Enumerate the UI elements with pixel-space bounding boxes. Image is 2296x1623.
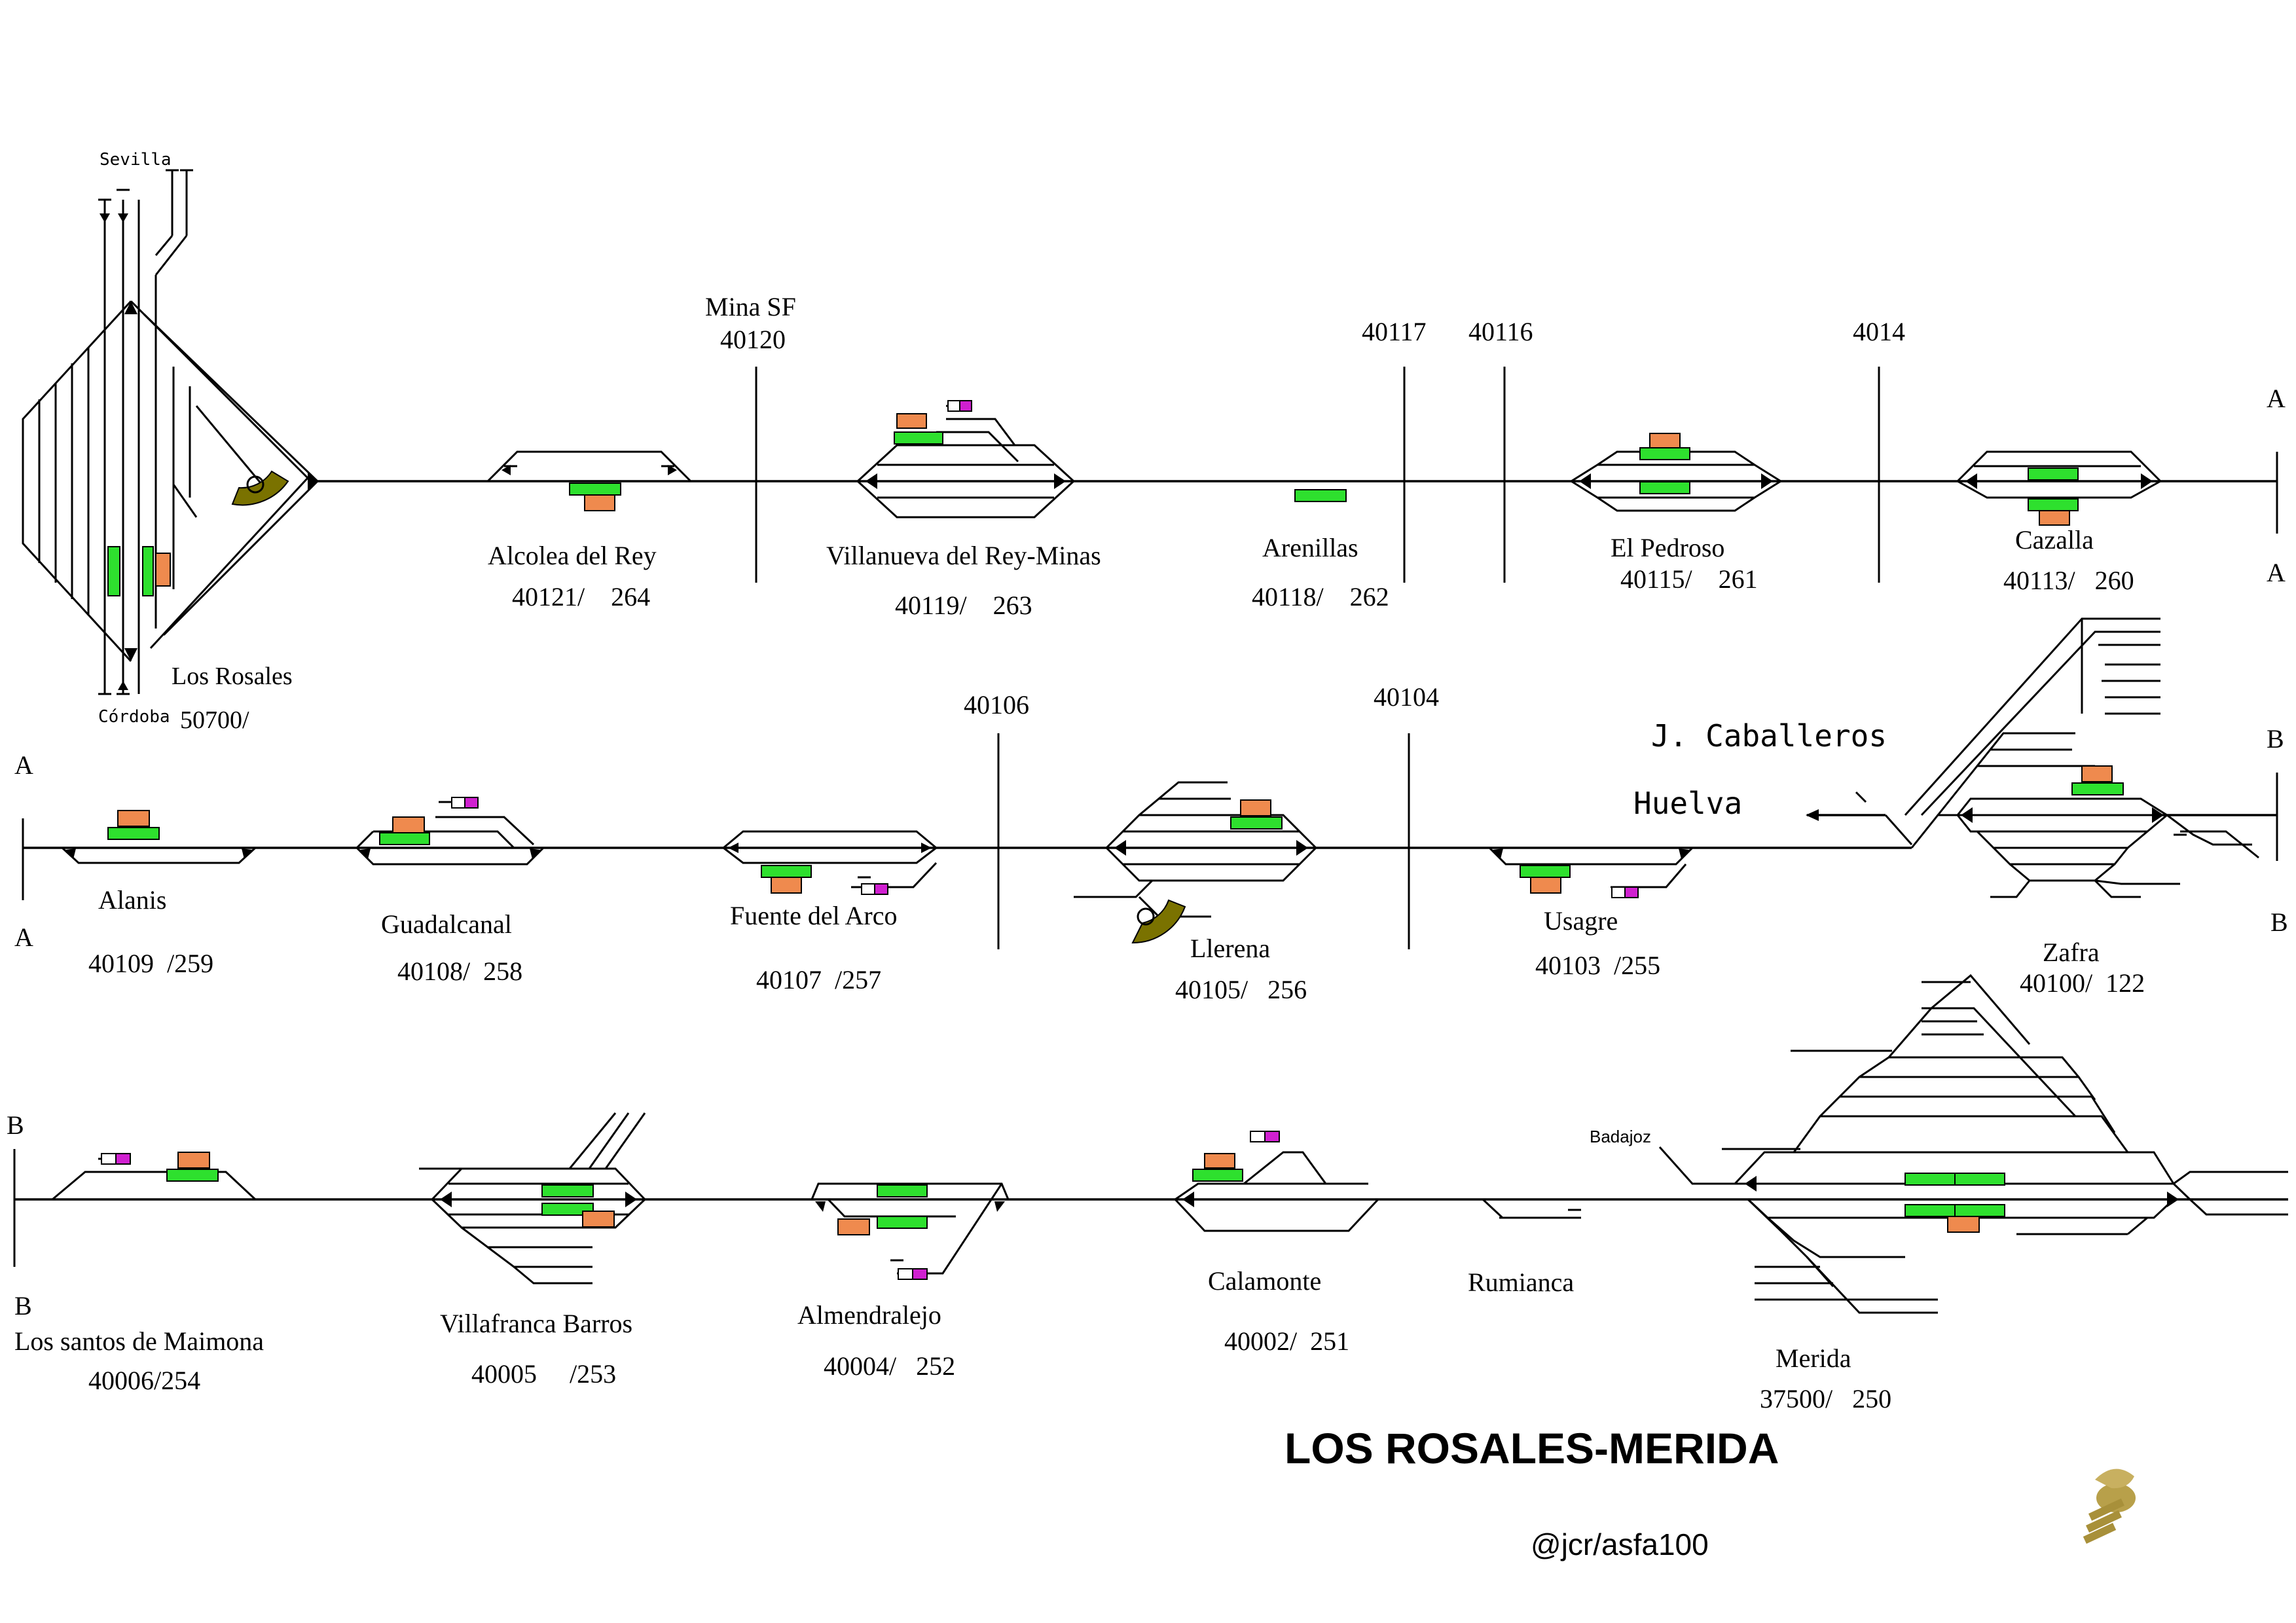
rumianca-station (1482, 1198, 1581, 1219)
el-pedroso-code: 40115/ 261 (1620, 564, 1758, 594)
logo-icon (2083, 1468, 2136, 1544)
villafranca-name: Villafranca Barros (440, 1309, 632, 1338)
usagre-code: 40103 /255 (1535, 951, 1660, 980)
usagre-name: Usagre (1544, 906, 1618, 936)
row1-end-bottom: A (2267, 558, 2286, 587)
sevilla-label: Sevilla (100, 150, 172, 170)
row2-end-bottom: B (2270, 907, 2288, 937)
merida-code: 37500/ 250 (1760, 1384, 1891, 1413)
villafranca-code: 40005 /253 (471, 1359, 616, 1389)
cazalla-code: 40113/ 260 (2003, 566, 2134, 595)
alcolea-station (486, 450, 692, 511)
fuente-del-arco-code: 40107 /257 (756, 965, 881, 994)
alanis-name: Alanis (98, 885, 166, 915)
j-caballeros-label: J. Caballeros (1651, 718, 1887, 754)
zafra-station (1806, 617, 2259, 898)
villanueva-name: Villanueva del Rey-Minas (826, 541, 1101, 570)
el-pedroso-name: El Pedroso (1611, 533, 1724, 562)
calamonte-station (1174, 1131, 1379, 1232)
almendralejo-name: Almendralejo (797, 1300, 941, 1330)
mina-sf-name: Mina SF (705, 292, 796, 321)
los-rosales-equipment (107, 470, 289, 596)
los-santos-code: 40006/254 (88, 1366, 200, 1395)
marker-4014-code: 4014 (1853, 317, 1905, 346)
row2-start-bottom: A (14, 922, 33, 952)
marker-40117-code: 40117 (1362, 317, 1427, 346)
los-rosales-yard (22, 169, 319, 695)
guadalcanal-station (355, 797, 545, 866)
row3-start-top: B (7, 1110, 24, 1140)
row1-end-top: A (2267, 384, 2286, 413)
el-pedroso-station (1571, 433, 1781, 512)
zafra-name: Zafra (2043, 938, 2100, 967)
merida-name: Merida (1776, 1343, 1851, 1373)
credit-text: @jcr/asfa100 (1531, 1527, 1709, 1561)
calamonte-code: 40002/ 251 (1224, 1326, 1349, 1356)
villafranca-station (419, 1112, 646, 1285)
alcolea-name: Alcolea del Rey (488, 541, 657, 570)
arenillas-name: Arenillas (1262, 533, 1358, 562)
marker-40116-code: 40116 (1468, 317, 1533, 346)
badajoz-label: Badajoz (1590, 1127, 1651, 1146)
row-2-mainline (22, 773, 2278, 900)
arenillas-code: 40118/ 262 (1252, 582, 1389, 611)
los-rosales-name: Los Rosales (172, 663, 293, 690)
huelva-label: Huelva (1633, 786, 1742, 821)
calamonte-name: Calamonte (1208, 1266, 1321, 1296)
row2-start-top: A (14, 750, 33, 780)
arenillas-platform (1294, 489, 1347, 502)
page-title: LOS ROSALES-MERIDA (1285, 1424, 1779, 1472)
row-3-mainline (13, 1149, 2288, 1267)
almendralejo-code: 40004/ 252 (824, 1351, 955, 1381)
cazalla-name: Cazalla (2015, 525, 2094, 555)
guadalcanal-name: Guadalcanal (381, 909, 512, 939)
fuente-del-arco-station (723, 830, 938, 895)
row2-end-top: B (2267, 724, 2284, 754)
guadalcanal-code: 40108/ 258 (397, 957, 522, 986)
cordoba-label: Córdoba (98, 707, 170, 727)
llerena-code: 40105/ 256 (1175, 975, 1307, 1004)
los-santos-station (52, 1152, 257, 1201)
zafra-code: 40100/ 122 (2020, 968, 2145, 998)
llerena-station (1074, 781, 1317, 944)
alanis-station (61, 810, 257, 864)
llerena-name: Llerena (1190, 934, 1270, 963)
row3-start-bottom: B (14, 1291, 32, 1321)
marker-40106-code: 40106 (964, 690, 1029, 720)
los-santos-name: Los santos de Maimona (14, 1326, 264, 1356)
alanis-code: 40109 /259 (88, 949, 213, 978)
villanueva-station (856, 400, 1075, 519)
mina-sf-code: 40120 (720, 325, 786, 354)
merida-station (1658, 974, 2288, 1314)
los-rosales-code: 50700/ (180, 706, 249, 734)
marker-40104-code: 40104 (1374, 682, 1439, 712)
villanueva-code: 40119/ 263 (895, 591, 1032, 620)
row-1-mainline (314, 452, 2278, 534)
usagre-station (1488, 847, 1694, 898)
rumianca-name: Rumianca (1468, 1267, 1574, 1297)
cazalla-station (1956, 450, 2162, 526)
almendralejo-station (811, 1182, 1010, 1280)
alcolea-code: 40121/ 264 (512, 582, 650, 611)
fuente-del-arco-name: Fuente del Arco (730, 901, 898, 930)
